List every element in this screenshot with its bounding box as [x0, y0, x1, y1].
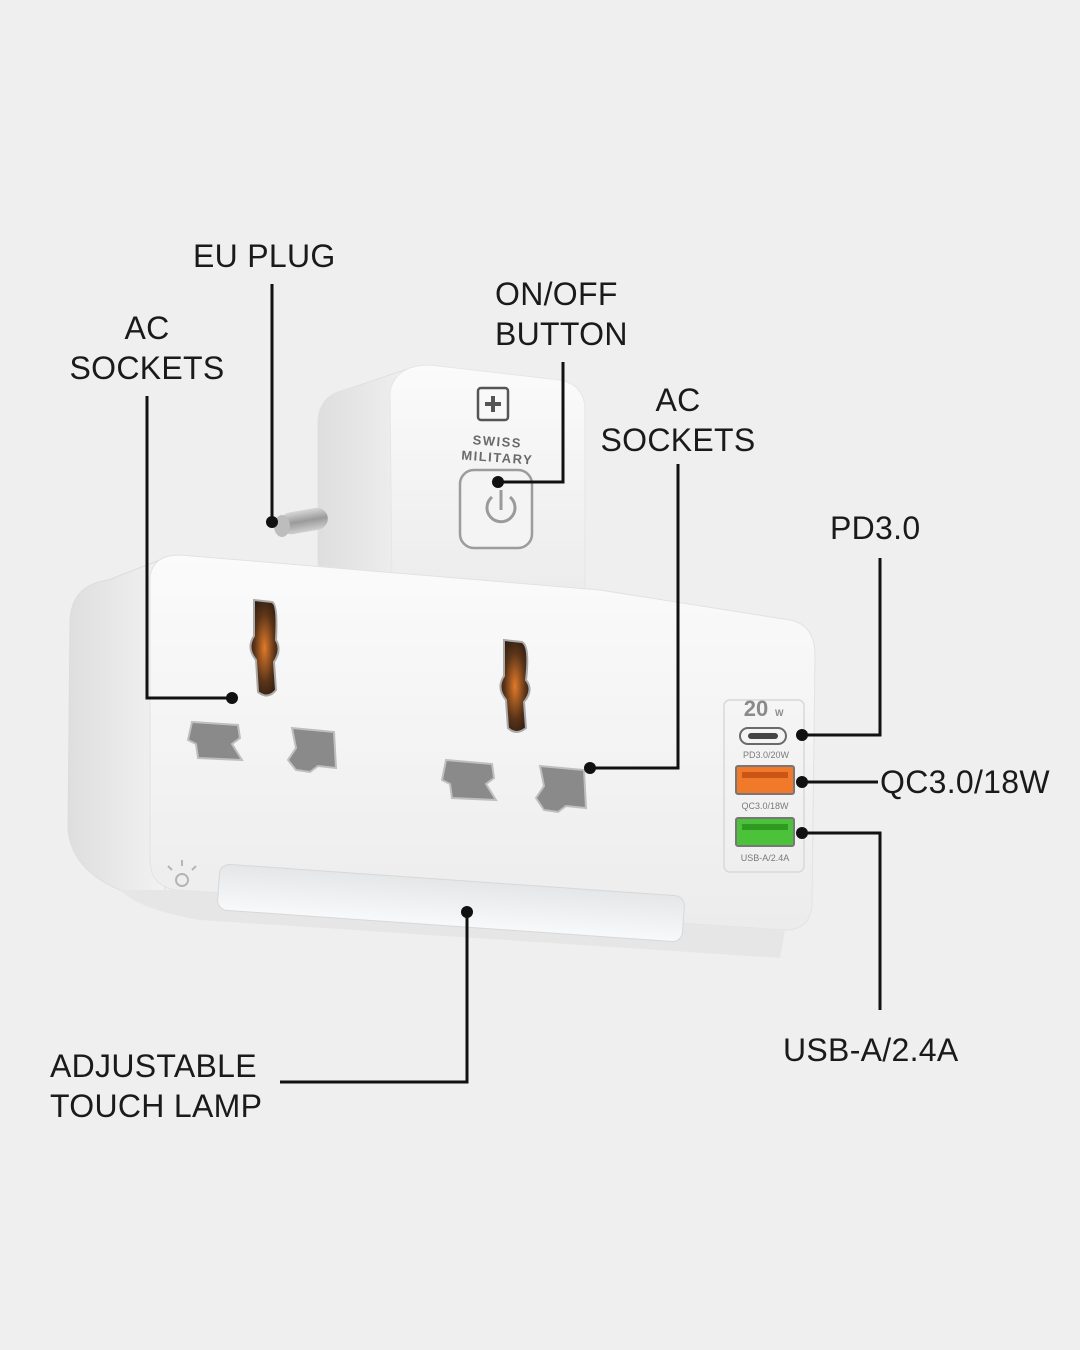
- usb-a-qc-port: [735, 765, 795, 795]
- label-ac-sockets-left-line2: SOCKETS: [69, 350, 225, 386]
- usb-c-power-badge-unit: W: [775, 708, 784, 718]
- port-qc-label: QC3.0/18W: [741, 801, 789, 811]
- power-button[interactable]: [458, 468, 534, 550]
- leader-dot-eu-plug: [266, 516, 278, 528]
- usb-port-panel: 20 W PD3.0/20W QC3.0/18W USB-A/2.4A: [723, 696, 805, 873]
- leader-dot-on-off: [492, 476, 504, 488]
- eu-plug-pin: [274, 507, 328, 537]
- label-pd: PD3.0: [830, 510, 921, 546]
- socket-earth-hole: [499, 638, 531, 733]
- leader-dot-ac-left: [226, 692, 238, 704]
- ac-socket-left: [186, 598, 338, 774]
- leader-dot-pd: [796, 729, 808, 741]
- label-ac-sockets-right-line1: AC: [655, 382, 701, 418]
- leader-dots: [226, 476, 808, 918]
- label-on-off-button: ON/OFF BUTTON: [495, 274, 628, 354]
- socket-neutral-hole: [286, 726, 338, 774]
- port-usba-label: USB-A/2.4A: [741, 853, 790, 863]
- brand-name-line1: SWISS: [472, 432, 522, 450]
- label-touch-lamp-line2: TOUCH LAMP: [50, 1088, 263, 1124]
- leader-on-off-button: [498, 362, 565, 484]
- label-ac-sockets-right-line2: SOCKETS: [600, 422, 756, 458]
- leader-dot-ac-right: [584, 762, 596, 774]
- leader-lines: [145, 284, 882, 1084]
- leader-dot-qc: [796, 776, 808, 788]
- label-ac-sockets-left-line1: AC: [124, 310, 170, 346]
- touch-lamp-bar: [217, 863, 685, 943]
- socket-neutral-hole: [534, 764, 588, 814]
- label-eu-plug: EU PLUG: [193, 238, 336, 274]
- socket-earth-hole: [249, 598, 280, 697]
- label-touch-lamp: ADJUSTABLE TOUCH LAMP: [50, 1046, 262, 1126]
- label-usb-a: USB-A/2.4A: [783, 1032, 959, 1068]
- leader-touch-lamp: [280, 912, 469, 1084]
- brand-name-line2: MILITARY: [461, 448, 534, 468]
- power-strip-device: SWISS MILITARY 20 W: [67, 364, 816, 958]
- leader-usb-a: [802, 831, 882, 1010]
- label-on-off-button-line1: ON/OFF: [495, 276, 618, 312]
- leader-ac-sockets-left: [145, 396, 232, 700]
- label-on-off-button-line2: BUTTON: [495, 316, 628, 352]
- touch-lamp-icon: [167, 860, 197, 887]
- usb-c-power-badge: 20: [744, 696, 768, 721]
- socket-live-hole: [440, 758, 498, 802]
- label-ac-sockets-right: AC SOCKETS: [593, 380, 763, 460]
- ac-socket-right: [440, 638, 588, 814]
- port-pd-label: PD3.0/20W: [743, 750, 790, 760]
- label-qc: QC3.0/18W: [880, 764, 1050, 800]
- body-front-face: [149, 554, 816, 931]
- socket-live-hole: [186, 720, 244, 762]
- label-ac-sockets-left: AC SOCKETS: [62, 308, 232, 388]
- usb-a-port: [735, 817, 795, 847]
- leader-dot-usb-a: [796, 827, 808, 839]
- leader-dot-touch-lamp: [461, 906, 473, 918]
- brand-logo: [476, 386, 510, 422]
- power-icon: [485, 490, 517, 524]
- leader-ac-sockets-right: [590, 464, 680, 770]
- label-touch-lamp-line1: ADJUSTABLE: [50, 1048, 257, 1084]
- leader-pd: [802, 558, 882, 737]
